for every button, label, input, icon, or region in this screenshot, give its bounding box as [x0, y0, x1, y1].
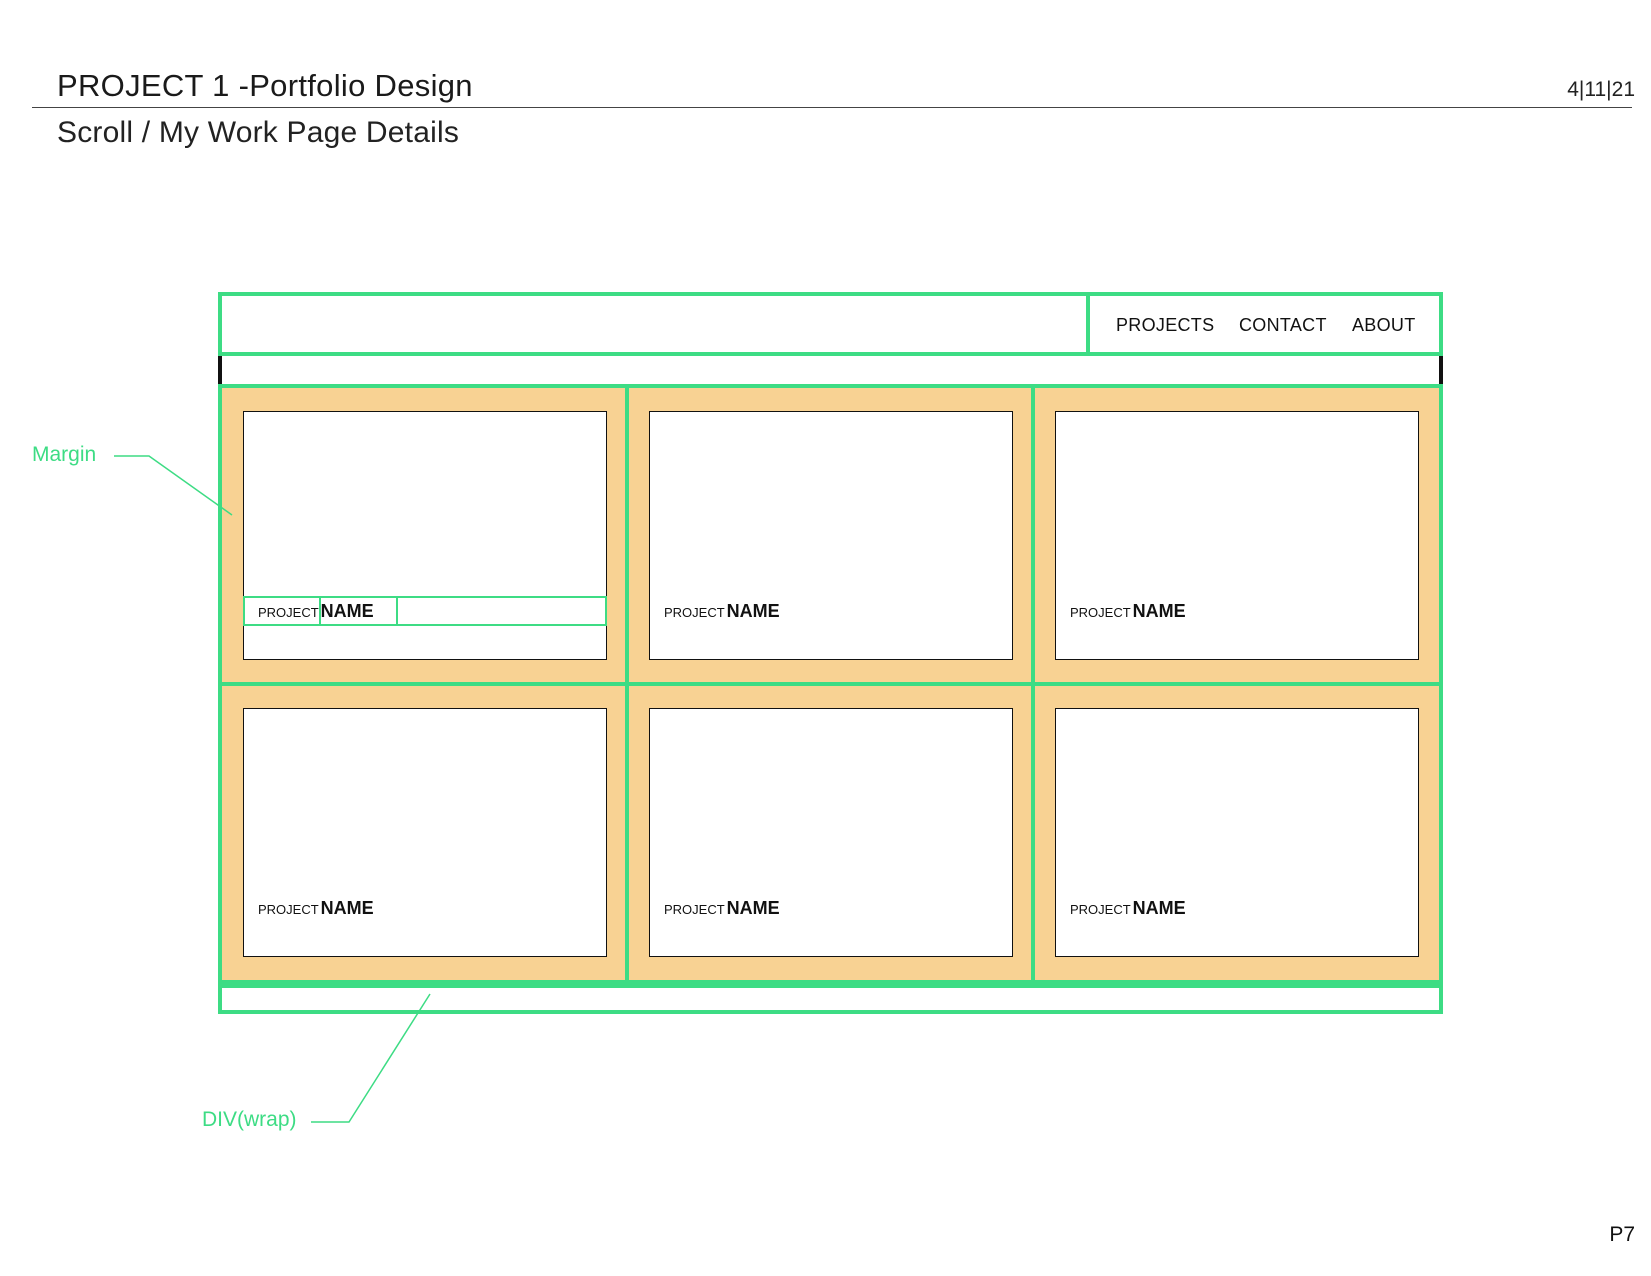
project-label-prefix: PROJECT — [258, 605, 319, 620]
project-card[interactable] — [649, 411, 1013, 660]
page-number: P7 — [1609, 1223, 1635, 1246]
nav-bar — [218, 292, 1443, 356]
label-name-outline — [319, 596, 398, 626]
grid-row-divider — [218, 682, 1443, 686]
wrap-annotation: DIV(wrap) — [202, 1108, 297, 1131]
project-label-prefix: PROJECT — [258, 902, 319, 917]
wrap-leader-line — [311, 993, 431, 1123]
project-card[interactable] — [243, 708, 607, 957]
right-edge-marker — [1439, 356, 1443, 384]
project-label-name: NAME — [320, 898, 374, 918]
nav-link-about[interactable]: ABOUT — [1352, 315, 1416, 335]
project-card[interactable] — [649, 708, 1013, 957]
project-label-prefix: PROJECT — [1070, 902, 1131, 917]
project-card[interactable] — [1055, 411, 1419, 660]
date-label: 4|11|21 — [1567, 78, 1635, 101]
header-divider — [32, 107, 1632, 108]
margin-leader-line — [114, 455, 233, 516]
project-label-prefix: PROJECT — [664, 605, 725, 620]
page-title: PROJECT 1 -Portfolio Design — [57, 68, 473, 103]
nav-link-projects[interactable]: PROJECTS — [1116, 315, 1215, 335]
project-label-prefix: PROJECT — [1070, 605, 1131, 620]
page-subtitle: Scroll / My Work Page Details — [57, 116, 460, 149]
project-card[interactable] — [243, 411, 607, 660]
project-label-name: NAME — [726, 601, 780, 621]
project-label-name: NAME — [1132, 898, 1186, 918]
left-edge-marker — [218, 356, 222, 384]
nav-link-contact[interactable]: CONTACT — [1239, 315, 1327, 335]
project-label-name: NAME — [320, 601, 374, 621]
project-card[interactable] — [1055, 708, 1419, 957]
project-label-prefix: PROJECT — [664, 902, 725, 917]
project-label-name: NAME — [726, 898, 780, 918]
project-label-name: NAME — [1132, 601, 1186, 621]
nav-divider — [1086, 292, 1090, 356]
margin-annotation: Margin — [32, 443, 97, 466]
wrap-div-footer — [218, 984, 1443, 1014]
